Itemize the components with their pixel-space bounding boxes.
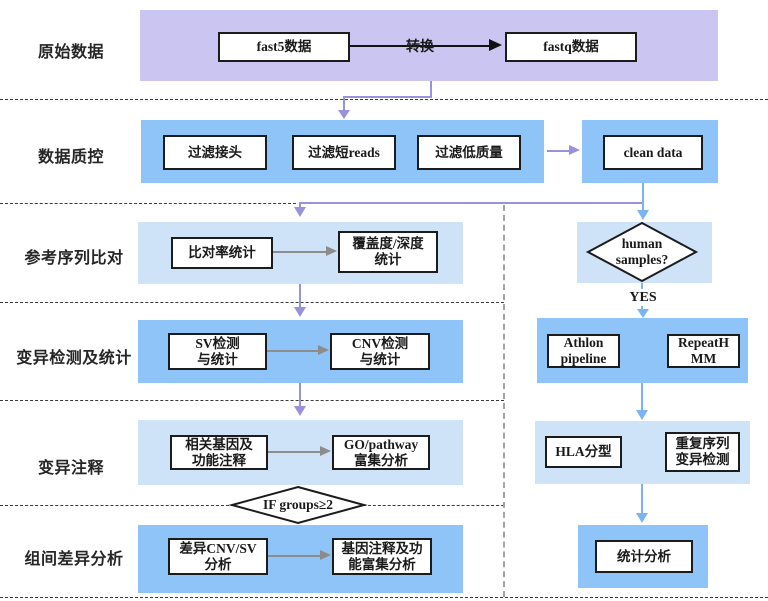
node-fast5: fast5数据 — [218, 32, 350, 62]
arrow-qc-clean-line — [547, 150, 571, 152]
edge-label-yes: YES — [625, 290, 661, 306]
node-cnv-stats: CNV检测 与统计 — [330, 333, 430, 370]
connector-yes-head — [637, 309, 649, 318]
arrow-convert-head — [489, 39, 502, 51]
row-label-alignment: 参考序列比对 — [24, 250, 124, 267]
separator-2 — [0, 203, 296, 204]
node-fastq: fastq数据 — [505, 32, 637, 62]
connector-raw-qc-v1 — [430, 81, 432, 98]
arrow-variant-line — [267, 350, 319, 352]
separator-vertical — [503, 205, 505, 597]
row-label-qc: 数据质控 — [37, 149, 104, 166]
arrow-align-line — [273, 251, 328, 253]
decision-human-samples-shape — [585, 221, 699, 283]
arrow-group-head — [320, 550, 331, 560]
separator-3 — [0, 302, 504, 303]
separator-6 — [0, 597, 768, 598]
node-go-pathway: GO/pathway 富集分析 — [332, 435, 430, 470]
arrow-hla-stats-line — [641, 484, 643, 514]
arrow-hla-stats-head — [636, 513, 648, 523]
arrow-variant-head — [318, 345, 329, 355]
separator-5-right — [363, 505, 504, 506]
connector-raw-qc-head — [338, 110, 350, 119]
arrow-convert-line — [350, 45, 490, 47]
separator-4 — [0, 400, 504, 401]
arrow-align-variant-head — [294, 307, 306, 317]
node-align-rate: 比对率统计 — [171, 237, 273, 269]
node-clean-data: clean data — [603, 135, 703, 170]
arrow-group-line — [268, 555, 321, 557]
separator-1 — [0, 99, 768, 100]
connector-branch-h — [299, 202, 644, 204]
arrow-athlon-hla-head — [636, 410, 648, 420]
arrow-annot-head — [320, 446, 331, 456]
arrow-align-head — [326, 246, 337, 256]
arrow-align-variant-line — [299, 284, 301, 309]
node-stat-analysis: 统计分析 — [595, 540, 693, 573]
row-label-variant-detection: 变异检测及统计 — [16, 350, 132, 367]
connector-branch-left-head — [294, 207, 306, 217]
node-gene-enrich: 基因注释及功 能富集分析 — [332, 538, 432, 575]
node-repeathmm: RepeatH MM — [667, 334, 740, 368]
connector-raw-qc-v2 — [343, 98, 345, 111]
edge-label-convert: 转换 — [406, 40, 434, 55]
connector-raw-qc-h — [343, 96, 432, 98]
connector-branch-left-stub — [299, 204, 301, 208]
arrow-annot-line — [268, 451, 321, 453]
decision-if-groups-shape — [228, 485, 368, 525]
node-repeat-variant: 重复序列 变异检测 — [665, 432, 740, 472]
separator-5-left — [0, 505, 234, 506]
node-filter-short-reads: 过滤短reads — [292, 135, 396, 170]
node-filter-low-quality: 过滤低质量 — [417, 135, 521, 170]
node-diff-cnv-sv: 差异CNV/SV 分析 — [168, 538, 268, 575]
node-related-genes: 相关基因及 功能注释 — [170, 435, 268, 470]
arrow-variant-annot-line — [299, 383, 301, 408]
arrow-variant-annot-head — [294, 406, 306, 416]
connector-clean-human-head — [637, 210, 649, 220]
arrow-athlon-hla-line — [641, 383, 643, 411]
node-athlon: Athlon pipeline — [547, 334, 620, 368]
node-filter-adapter: 过滤接头 — [163, 135, 267, 170]
node-coverage-depth: 覆盖度/深度 统计 — [338, 231, 438, 273]
node-sv-stats: SV检测 与统计 — [168, 333, 267, 370]
node-hla-typing: HLA分型 — [545, 436, 622, 468]
decision-human-samples-label: human samples? — [615, 236, 669, 267]
arrow-qc-clean-head — [569, 145, 580, 155]
row-label-raw-data: 原始数据 — [37, 44, 104, 61]
row-label-annotation: 变异注释 — [37, 460, 104, 477]
connector-clean-human-line — [642, 183, 644, 211]
row-label-group-diff: 组间差异分析 — [24, 551, 124, 568]
decision-if-groups-label: IF groups≥2 — [262, 497, 334, 512]
